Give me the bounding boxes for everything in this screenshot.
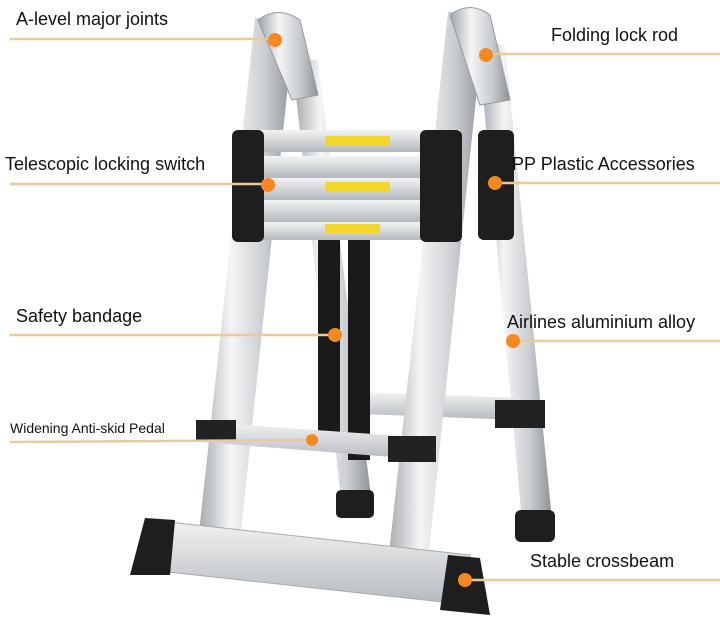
left-foot: [130, 518, 175, 575]
rear-left-foot: [336, 490, 374, 518]
rear-step-clamp: [495, 400, 545, 428]
front-right-rail: [385, 12, 485, 590]
front-left-rail: [196, 18, 295, 560]
label-anti-skid-pedal: Widening Anti-skid Pedal: [10, 420, 165, 436]
label-pp-plastic: PP Plastic Accessories: [512, 154, 695, 174]
label-telescopic-switch: Telescopic locking switch: [5, 154, 206, 174]
safety-strap: [318, 240, 340, 440]
label-airlines-alloy: Airlines aluminium alloy: [507, 312, 696, 332]
label-folding-lock-rod: Folding lock rod: [551, 25, 679, 45]
label-stable-crossbeam: Stable crossbeam: [530, 551, 675, 571]
label-a-level-joints: A-level major joints: [16, 9, 169, 29]
telescopic-steps: [232, 130, 514, 242]
marker-dots: [261, 33, 520, 587]
rear-right-leg: [478, 40, 552, 522]
label-safety-bandage: Safety bandage: [16, 306, 143, 326]
rear-right-foot: [515, 510, 555, 542]
leader-lines: [9, 37, 720, 582]
